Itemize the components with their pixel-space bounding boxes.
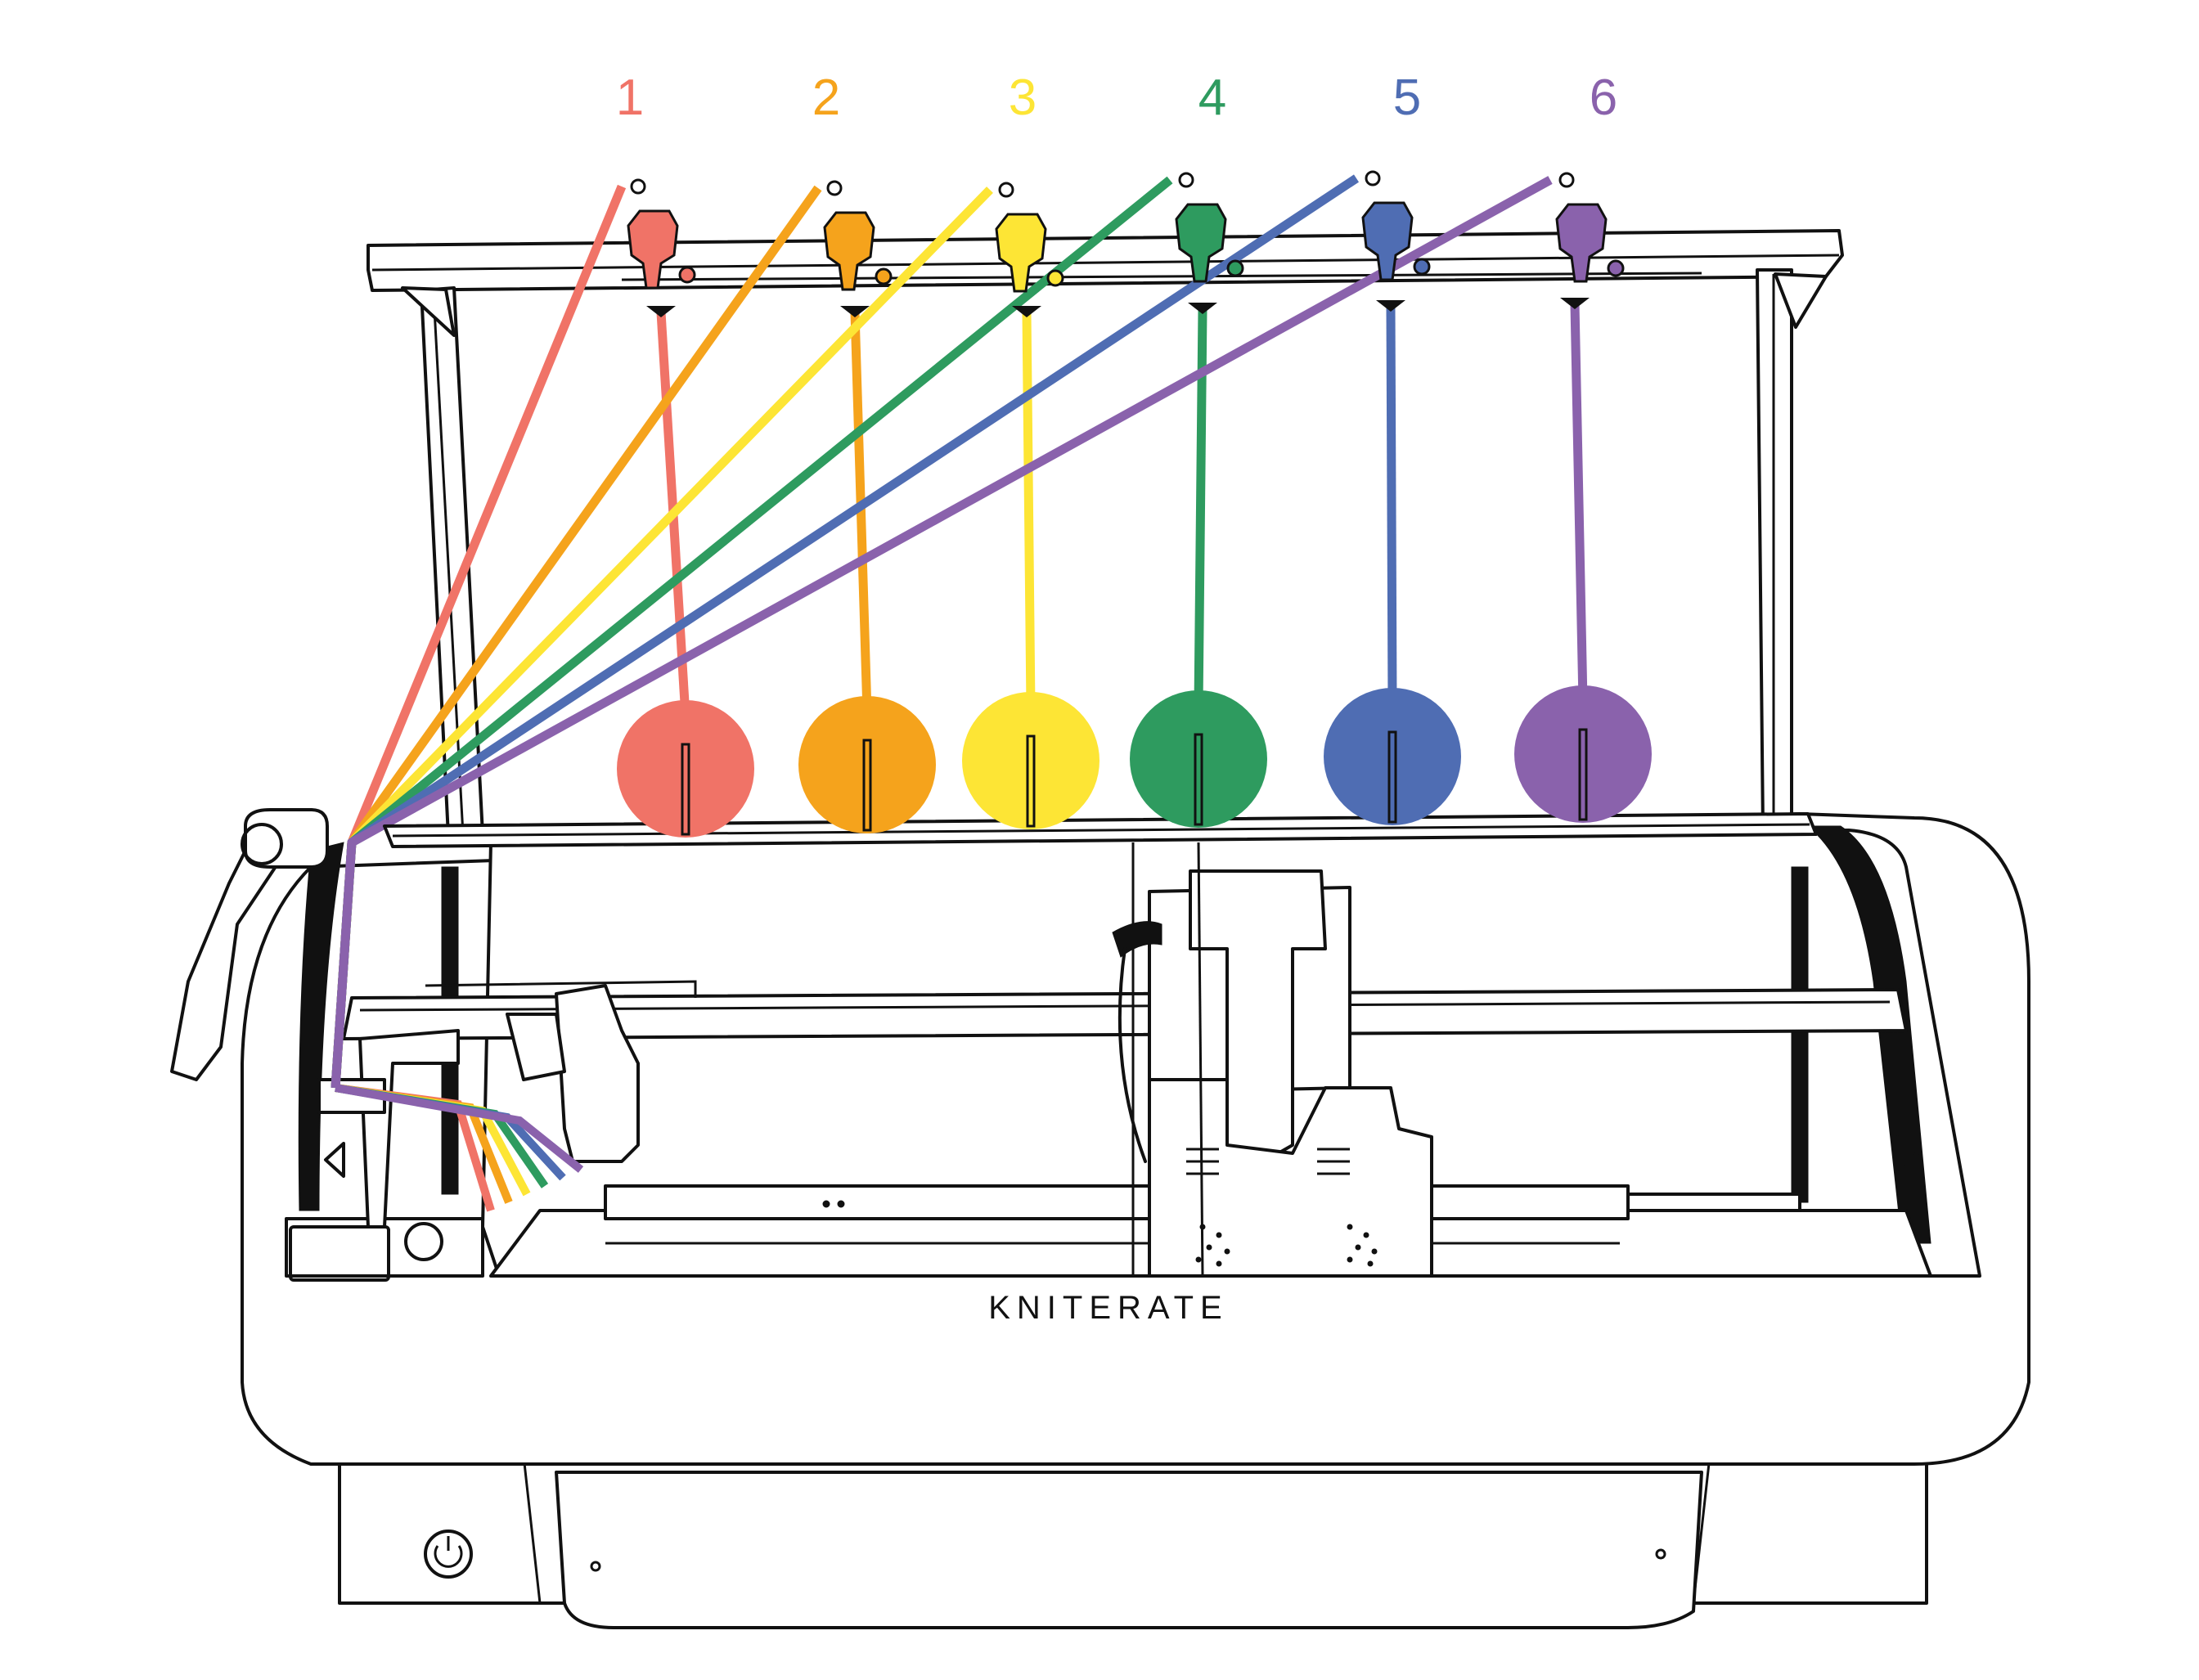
yarn-spool [798,696,936,833]
yarn-spool [617,700,754,838]
spool-peg [1578,728,1588,821]
yarn-drop-line [1386,306,1397,705]
yarn-tensioner [627,209,679,290]
yarn-tensioner [823,211,875,291]
spool-peg [1387,730,1397,824]
yarn-tension-knob [1413,258,1431,276]
spool-peg [862,739,872,832]
yarn-carrier-line [335,1084,584,1173]
yarn-number-label: 5 [1393,70,1421,126]
yarn-guide-hook [840,306,870,317]
yarn-guide-hook [1188,303,1217,314]
yarn-tensioner-eye [1178,172,1194,188]
yarn-tensioner-eye [630,178,646,195]
yarn-guide-hook [1560,298,1590,309]
yarn-spool [962,692,1100,829]
yarn-number-label: 1 [616,70,644,126]
yarn-tension-knob [1607,259,1625,277]
spool-peg [1026,734,1036,828]
yarn-threads [331,174,1588,1212]
yarn-tension-knob [678,266,696,284]
yarn-tensioner-eye [826,180,843,196]
yarn-tensioner [995,213,1047,293]
yarn-drop-line [850,312,872,713]
shelf-rail [383,812,1818,848]
yarn-tension-knob [1046,269,1064,287]
yarn-guide-hook [1012,306,1041,317]
yarn-guide-hook [646,306,676,317]
yarn-spool [1130,690,1267,828]
yarn-spool [1514,685,1652,823]
spool-peg [681,743,690,836]
yarn-drop-line [1570,303,1588,703]
yarn-tensioner-eye [998,182,1014,198]
yarn-drop-line [1022,312,1036,709]
yarn-feed-line [331,176,1553,1089]
yarn-spool [1324,688,1461,825]
yarn-tension-knob [1226,259,1244,277]
yarn-tensioner [1361,201,1414,281]
yarn-guide-hook [1376,300,1405,312]
yarn-tensioner-eye [1365,170,1381,186]
yarn-tensioner [1555,203,1608,283]
machine-body [170,808,2030,1629]
brand-label: KNITERATE [988,1290,1229,1326]
spool-peg [1194,733,1203,826]
yarn-tension-knob [875,267,893,285]
yarn-tensioner [1175,203,1227,283]
yarn-number-label: 3 [1009,70,1037,126]
yarn-number-label: 6 [1590,70,1617,126]
yarn-elements: 1 2 3 4 5 6 [616,70,1652,838]
yarn-number-label: 4 [1198,70,1226,126]
yarn-number-label: 2 [812,70,840,126]
yarn-tensioner-eye [1558,172,1575,188]
